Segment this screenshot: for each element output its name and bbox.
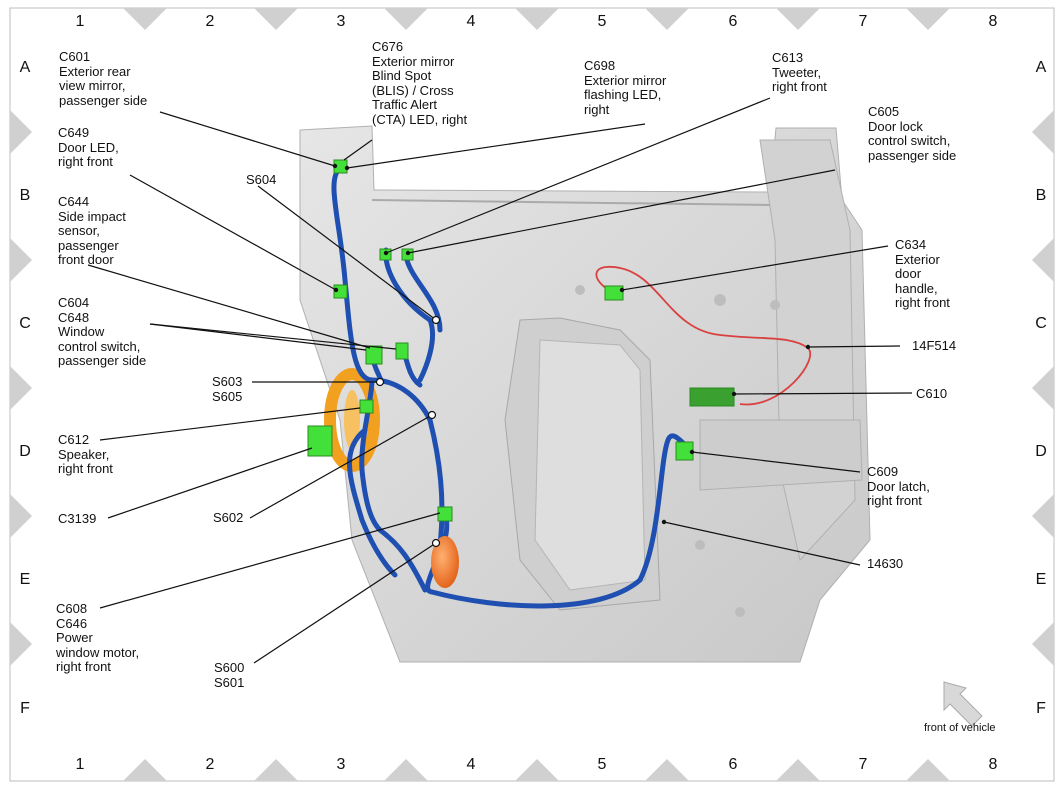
col-label-top-5: 5 — [597, 13, 607, 30]
col-label-top-1: 1 — [75, 13, 85, 30]
border-triangle-top — [123, 8, 167, 30]
callout-c609: C609 Door latch, right front — [867, 464, 930, 508]
row-label-left-d: D — [19, 443, 31, 460]
col-label-bottom-3: 3 — [336, 756, 346, 773]
col-label-bottom-8: 8 — [988, 756, 998, 773]
border-triangle-top — [906, 8, 950, 30]
callout-c612: C612 Speaker, right front — [58, 432, 113, 476]
border-triangle-bottom — [776, 759, 820, 781]
border-triangle-left — [10, 366, 32, 410]
callout-c649: C649 Door LED, right front — [58, 125, 119, 169]
border-triangle-bottom — [384, 759, 428, 781]
callout-c613: C613 Tweeter, right front — [772, 50, 827, 94]
border-triangle-top — [384, 8, 428, 30]
row-label-left-f: F — [20, 700, 30, 717]
col-label-top-2: 2 — [205, 13, 215, 30]
col-label-bottom-1: 1 — [75, 756, 85, 773]
connector-c612 — [359, 399, 374, 414]
border-ticks-right — [1032, 110, 1054, 666]
border-triangle-right — [1032, 494, 1054, 538]
border-triangle-left — [10, 238, 32, 282]
border-triangle-bottom — [515, 759, 559, 781]
window-motor-graphic — [431, 506, 459, 588]
border-triangle-left — [10, 494, 32, 538]
callout-14630: 14630 — [867, 556, 904, 571]
border-triangle-top — [776, 8, 820, 30]
border-ticks-left — [10, 110, 32, 666]
row-label-left-c: C — [19, 315, 31, 332]
border-triangle-left — [10, 622, 32, 666]
border-triangle-bottom — [123, 759, 167, 781]
tweeter-harness-14f514 — [595, 265, 811, 406]
front-of-vehicle-label: front of vehicle — [924, 722, 996, 734]
row-label-right-f: F — [1036, 700, 1046, 717]
callout-c604-c648: C604 C648 Window control switch, passeng… — [58, 295, 147, 368]
row-label-right-b: B — [1035, 187, 1047, 204]
callout-s604: S604 — [246, 172, 277, 187]
col-label-bottom-6: 6 — [728, 756, 738, 773]
col-label-bottom-2: 2 — [205, 756, 215, 773]
col-label-top-4: 4 — [466, 13, 476, 30]
callout-c634: C634 Exterior door handle, right front — [895, 237, 950, 310]
border-triangle-bottom — [645, 759, 689, 781]
row-label-left-a: A — [19, 59, 31, 76]
border-triangle-right — [1032, 366, 1054, 410]
border-triangle-top — [254, 8, 298, 30]
connector-c610 — [689, 387, 735, 407]
border-triangle-left — [10, 110, 32, 154]
leader-lines — [87, 97, 913, 664]
callout-c608-c646: C608 C646 Power window motor, right fron… — [56, 601, 140, 674]
col-label-top-7: 7 — [858, 13, 868, 30]
border-ticks-top — [123, 8, 950, 30]
col-label-bottom-7: 7 — [858, 756, 868, 773]
border-triangle-right — [1032, 622, 1054, 666]
border-triangle-bottom — [254, 759, 298, 781]
callout-14f514: 14F514 — [912, 338, 957, 353]
border-triangle-bottom — [906, 759, 950, 781]
callout-c610: C610 — [916, 386, 948, 401]
callout-s600-s601: S600 S601 — [214, 660, 245, 690]
callout-s603-s605: S603 S605 — [212, 374, 243, 404]
leader-dots — [332, 163, 811, 525]
connector-c604 — [365, 345, 383, 365]
callout-c605: C605 Door lock control switch, passenger… — [868, 104, 957, 163]
col-label-top-8: 8 — [988, 13, 998, 30]
col-label-top-6: 6 — [728, 13, 738, 30]
callout-c3139: C3139 — [58, 511, 97, 526]
col-label-bottom-5: 5 — [597, 756, 607, 773]
callout-c698: C698 Exterior mirror flashing LED, right — [584, 58, 667, 117]
callout-c601: C601 Exterior rear view mirror, passenge… — [59, 49, 148, 108]
callout-c676: C676 Exterior mirror Blind Spot (BLIS) /… — [372, 39, 468, 127]
connector-c648 — [395, 342, 409, 360]
border-triangle-top — [515, 8, 559, 30]
border-triangle-right — [1032, 110, 1054, 154]
col-label-bottom-4: 4 — [466, 756, 476, 773]
border-ticks-bottom — [123, 759, 950, 781]
callout-s602: S602 — [213, 510, 244, 525]
row-label-left-b: B — [19, 187, 31, 204]
row-label-right-a: A — [1035, 59, 1047, 76]
border-triangle-top — [645, 8, 689, 30]
row-label-right-e: E — [1035, 571, 1047, 588]
front-arrow-icon — [943, 681, 983, 727]
connector-c634 — [604, 285, 624, 301]
col-label-top-3: 3 — [336, 13, 346, 30]
row-label-left-e: E — [19, 571, 31, 588]
splice-markers — [375, 315, 441, 548]
callout-c644: C644 Side impact sensor, passenger front… — [58, 194, 126, 267]
row-label-right-c: C — [1035, 315, 1047, 332]
row-label-right-d: D — [1035, 443, 1047, 460]
border-triangle-right — [1032, 238, 1054, 282]
